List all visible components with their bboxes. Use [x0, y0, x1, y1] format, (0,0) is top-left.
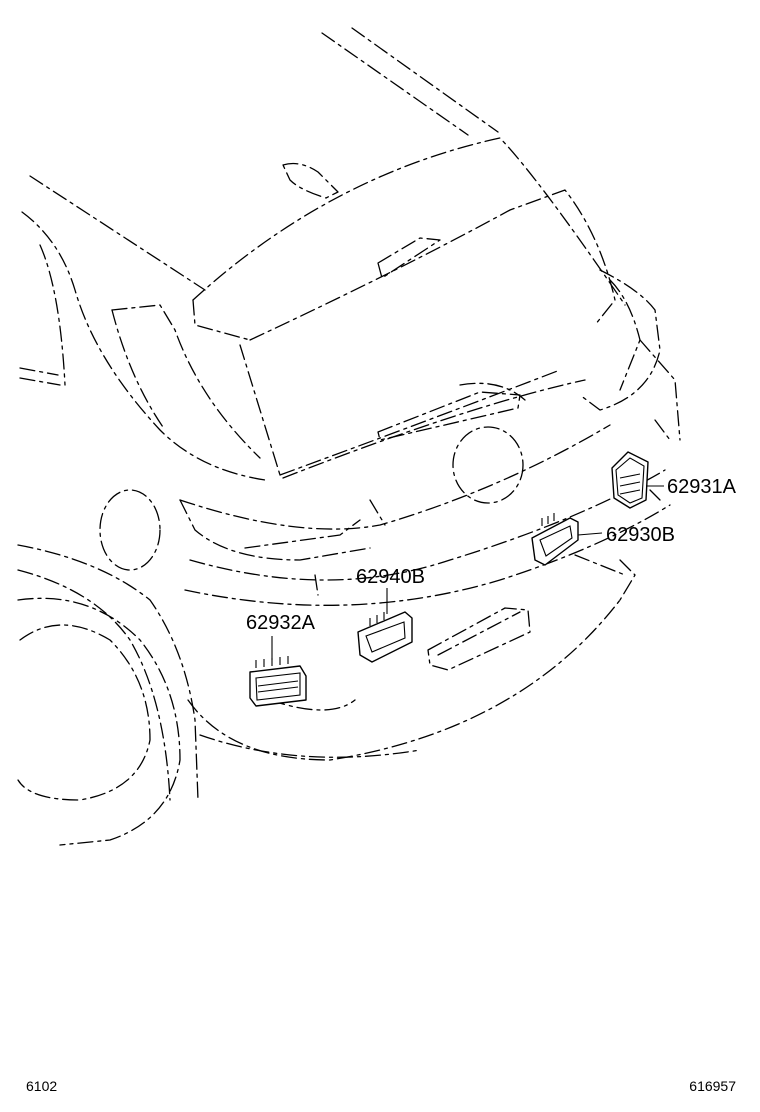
clip-62940b[interactable]	[357, 611, 413, 663]
callout-62940b[interactable]: 62940B	[356, 566, 425, 588]
clip-62931a[interactable]	[611, 451, 649, 509]
callout-62931a[interactable]: 62931A	[667, 476, 737, 498]
clip-62930b[interactable]	[531, 513, 579, 566]
diagram-code-right: 616957	[689, 1078, 736, 1094]
leader-62930b	[577, 532, 603, 536]
clip-62932a[interactable]	[249, 656, 307, 707]
rear-wheel-icon	[17, 597, 181, 846]
diagram-code-left: 6102	[26, 1078, 58, 1094]
callout-62932a[interactable]: 62932A	[246, 612, 316, 634]
callout-62930b[interactable]: 62930B	[606, 524, 675, 546]
car-rear-outline-icon	[17, 27, 681, 801]
